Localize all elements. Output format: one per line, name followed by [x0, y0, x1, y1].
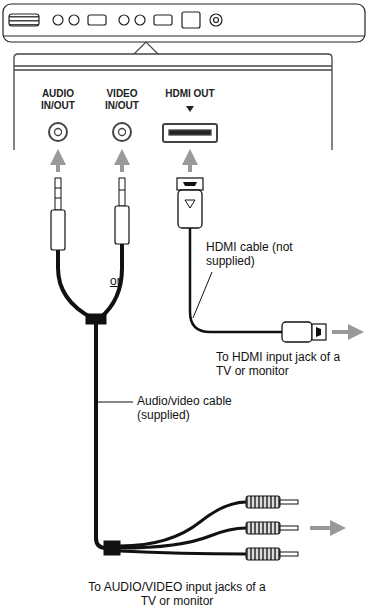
jack-label: HDMI OUT: [150, 88, 230, 100]
direction-arrow: [310, 526, 338, 530]
alternative-note: or: [110, 274, 121, 288]
player-side: [3, 4, 365, 42]
insert-arrows: [58, 157, 190, 172]
cable-label: HDMI cable (not supplied): [206, 240, 306, 268]
hdmi-cable: [177, 178, 326, 342]
rca-plugs: [246, 496, 298, 560]
jack-label: AUDIO IN/OUT: [31, 88, 85, 112]
destination-note: To AUDIO/VIDEO input jacks of a TV or mo…: [88, 580, 266, 608]
jack-panel: [14, 54, 332, 150]
direction-arrow: [332, 330, 356, 334]
cable-label: Audio/video cable (supplied): [137, 394, 263, 422]
destination-note: To HDMI input jack of a TV or monitor: [216, 350, 352, 378]
jack-label: VIDEO IN/OUT: [95, 88, 149, 112]
